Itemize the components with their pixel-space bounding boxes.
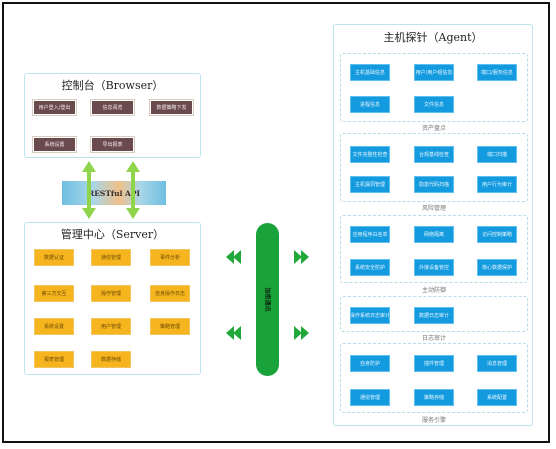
agent-button-comm-mgmt[interactable]: 通信管理 bbox=[350, 389, 390, 406]
browser-title: 控制台（Browser） bbox=[61, 79, 164, 92]
agent-button-data-log-audit[interactable]: 数据日志审计 bbox=[414, 307, 454, 324]
agent-button-network-isolation[interactable]: 网络隔离 bbox=[414, 226, 454, 243]
group-asset-inventory: 主机基础信息 用户/用户组信息 端口/服务信息 进程信息 文件信息 bbox=[340, 53, 528, 122]
server-button-policy-mgmt[interactable]: 策略管理 bbox=[150, 318, 190, 335]
right-double-arrow-top bbox=[294, 250, 309, 264]
agent-panel: 主机探针（Agent） 主机基础信息 用户/用户组信息 端口/服务信息 进程信息… bbox=[333, 24, 533, 426]
restful-api-band: RESTful API bbox=[62, 181, 166, 205]
group-label-asset-inventory: 资产盘点 bbox=[421, 125, 446, 132]
group-service-engine: 自身防护 插件管理 消息管理 通信管理 策略存储 系统配置 bbox=[340, 343, 528, 413]
agent-button-user-group[interactable]: 用户/用户组信息 bbox=[414, 64, 454, 81]
vertical-arrow-left bbox=[82, 161, 96, 219]
agent-button-port-service[interactable]: 端口/服务信息 bbox=[477, 64, 517, 81]
agent-button-device-control[interactable]: 外接设备管控 bbox=[414, 259, 454, 276]
agent-button-compliance-baseline[interactable]: 合规基线检查 bbox=[414, 146, 454, 163]
server-button-self-log[interactable]: 自身操作日志 bbox=[150, 285, 190, 302]
agent-title: 主机探针（Agent） bbox=[383, 31, 483, 44]
server-button-third-party[interactable]: 第三方交互 bbox=[34, 285, 74, 302]
encrypted-channel-label: 加密通讯 bbox=[263, 287, 271, 312]
right-double-arrow-bottom bbox=[294, 326, 309, 340]
left-double-arrow-top bbox=[226, 250, 241, 264]
agent-button-os-log-audit[interactable]: 操作系统日志审计 bbox=[350, 307, 390, 324]
server-button-system-settings[interactable]: 系统设置 bbox=[34, 318, 74, 335]
browser-button-policy-dispatch[interactable]: 数据策略下发 bbox=[149, 99, 194, 116]
agent-button-system-protection[interactable]: 系统安全防护 bbox=[350, 259, 390, 276]
browser-panel: 控制台（Browser） 用户登入/登出 信息阅览 数据策略下发 系统设置 导出… bbox=[24, 73, 201, 158]
agent-button-self-protect[interactable]: 自身防护 bbox=[350, 355, 390, 372]
agent-button-file-integrity[interactable]: 文件完整性检查 bbox=[350, 146, 390, 163]
agent-button-file-info[interactable]: 文件信息 bbox=[414, 96, 454, 113]
encrypted-channel-pill bbox=[256, 223, 279, 376]
agent-button-user-audit[interactable]: 用户行为审计 bbox=[477, 176, 517, 193]
agent-button-message-mgmt[interactable]: 消息管理 bbox=[477, 355, 517, 372]
agent-button-host-info[interactable]: 主机基础信息 bbox=[350, 64, 390, 81]
agent-button-core-data[interactable]: 核心数据保护 bbox=[477, 259, 517, 276]
vertical-arrow-right bbox=[126, 161, 140, 219]
agent-button-access-control[interactable]: 访问控制策略 bbox=[477, 226, 517, 243]
agent-button-process-info[interactable]: 进程信息 bbox=[350, 96, 390, 113]
browser-button-export-report[interactable]: 导出报表 bbox=[90, 136, 135, 153]
agent-button-policy-storage[interactable]: 策略存储 bbox=[414, 389, 454, 406]
group-label-risk-management: 风险管理 bbox=[421, 205, 446, 212]
browser-button-info-view[interactable]: 信息阅览 bbox=[90, 99, 135, 116]
server-title: 管理中心（Server） bbox=[60, 228, 165, 241]
agent-button-code-scan[interactable]: 隐患代码扫描 bbox=[414, 176, 454, 193]
left-double-arrow-bottom bbox=[226, 326, 241, 340]
server-panel: 管理中心（Server） 数据认证 通信管理 事件分析 第三方交互 操作管理 自… bbox=[24, 222, 201, 375]
agent-button-app-whitelist[interactable]: 应用程序白名单 bbox=[350, 226, 390, 243]
server-button-event-analysis[interactable]: 事件分析 bbox=[150, 249, 190, 266]
encrypted-channel-label-wrap: 加密通讯 bbox=[256, 223, 279, 376]
agent-button-vuln-mgmt[interactable]: 主机漏洞管理 bbox=[350, 176, 390, 193]
agent-button-plugin-mgmt[interactable]: 插件管理 bbox=[414, 355, 454, 372]
agent-button-port-scan[interactable]: 端口扫描 bbox=[477, 146, 517, 163]
server-button-operation-mgmt[interactable]: 操作管理 bbox=[91, 285, 131, 302]
browser-button-login[interactable]: 用户登入/登出 bbox=[32, 99, 77, 116]
browser-button-system-settings[interactable]: 系统设置 bbox=[32, 136, 77, 153]
server-button-data-storage[interactable]: 数据存储 bbox=[91, 351, 131, 368]
group-log-audit: 操作系统日志审计 数据日志审计 bbox=[340, 296, 528, 332]
group-label-service-engine: 服务引擎 bbox=[421, 417, 446, 424]
server-button-report-mgmt[interactable]: 报表管理 bbox=[34, 351, 74, 368]
group-risk-management: 文件完整性检查 合规基线检查 端口扫描 主机漏洞管理 隐患代码扫描 用户行为审计 bbox=[340, 133, 528, 202]
server-button-data-auth[interactable]: 数据认证 bbox=[34, 249, 74, 266]
agent-button-system-config[interactable]: 系统配置 bbox=[477, 389, 517, 406]
group-active-defense: 应用程序白名单 网络隔离 访问控制策略 系统安全防护 外接设备管控 核心数据保护 bbox=[340, 215, 528, 283]
group-label-active-defense: 主动防御 bbox=[421, 287, 446, 294]
server-button-user-mgmt[interactable]: 用户管理 bbox=[91, 318, 131, 335]
group-label-log-audit: 日志审计 bbox=[421, 335, 446, 342]
server-button-comm-mgmt[interactable]: 通信管理 bbox=[91, 249, 131, 266]
